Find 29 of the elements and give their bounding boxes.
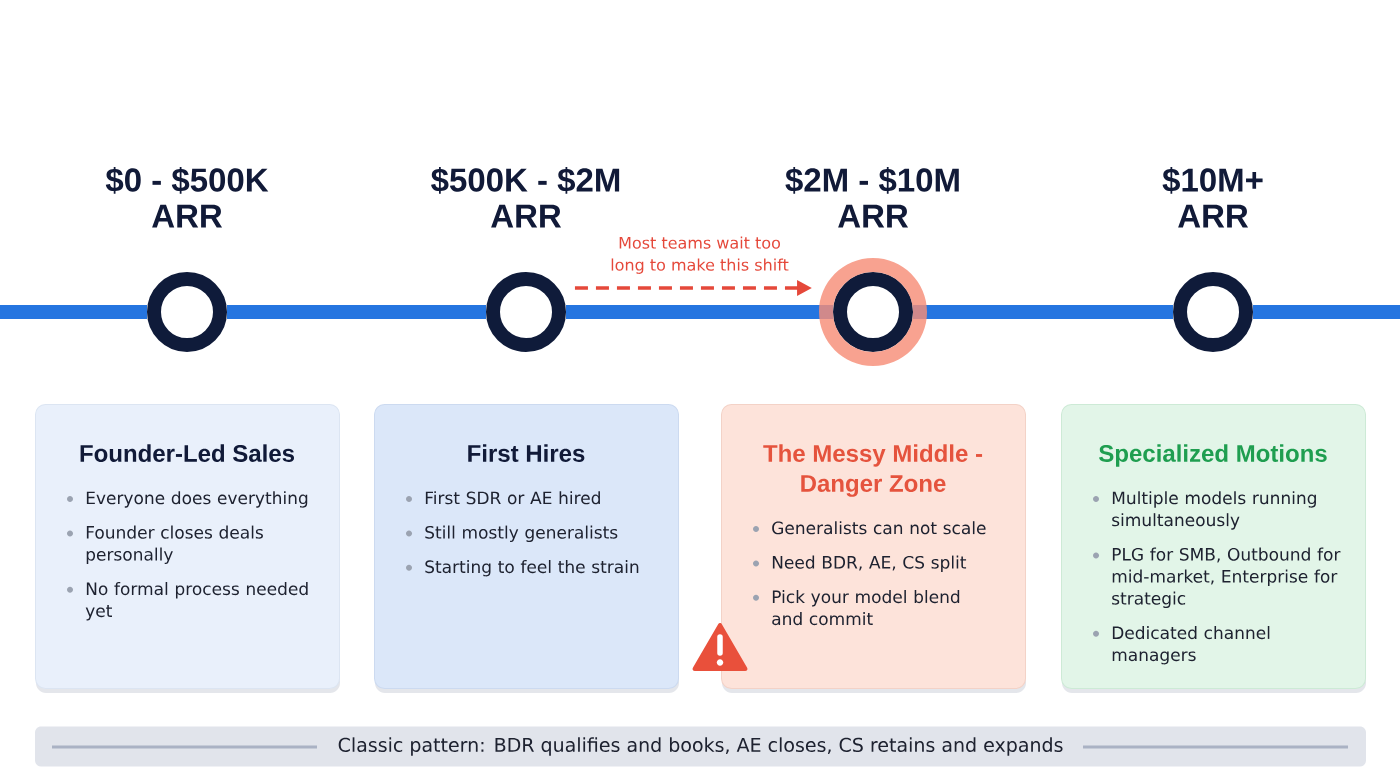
stage-card — [1061, 404, 1366, 693]
bullet-text: Generalists can not scale — [772, 521, 986, 535]
timeline-line — [0, 305, 147, 319]
bullet-text: No formal process needed yet — [85, 582, 308, 621]
stage-card — [721, 404, 1026, 693]
card-title: Specialized Motions — [1099, 444, 1327, 467]
bullet-text: Still mostly generalists — [425, 525, 618, 543]
stage-card — [35, 404, 340, 693]
bullet-text: Starting to feel the strain — [425, 560, 639, 577]
stage-heading: $2M - $10M ARR — [785, 166, 959, 228]
bullet-text: Multiple models running simultaneously — [1112, 491, 1316, 530]
card-title: First Hires — [468, 444, 585, 462]
stage-heading: $0 - $500K ARR — [105, 166, 269, 228]
edge-label: Most teams wait too long to make this shift — [611, 236, 789, 274]
stage-heading: $10M+ ARR — [1162, 166, 1263, 228]
card-title: The Messy Middle - Danger Zone — [763, 444, 983, 497]
stage-card — [374, 404, 679, 693]
bullet-text: PLG for SMB, Outbound for mid-market, Enterprise for strategic — [1112, 547, 1341, 609]
timeline-line — [227, 305, 486, 319]
card-title: Founder-Led Sales — [80, 444, 295, 462]
bullet-text: Pick your model blend and commit — [772, 590, 960, 626]
bullet-text: Founder closes deals personally — [86, 525, 263, 565]
bullet-text: Need BDR, AE, CS split — [772, 555, 967, 573]
note-banner: Classic pattern: BDR qualifies and books, AE closes, CS retains and expands — [35, 726, 1367, 767]
stage-heading: $500K - $2M ARR — [431, 166, 620, 228]
bullet-text: Everyone does everything — [86, 491, 308, 508]
timeline-line — [1253, 305, 1400, 319]
bullet-text: First SDR or AE hired — [425, 491, 600, 505]
bullet-text: Dedicated channel managers — [1112, 626, 1270, 665]
